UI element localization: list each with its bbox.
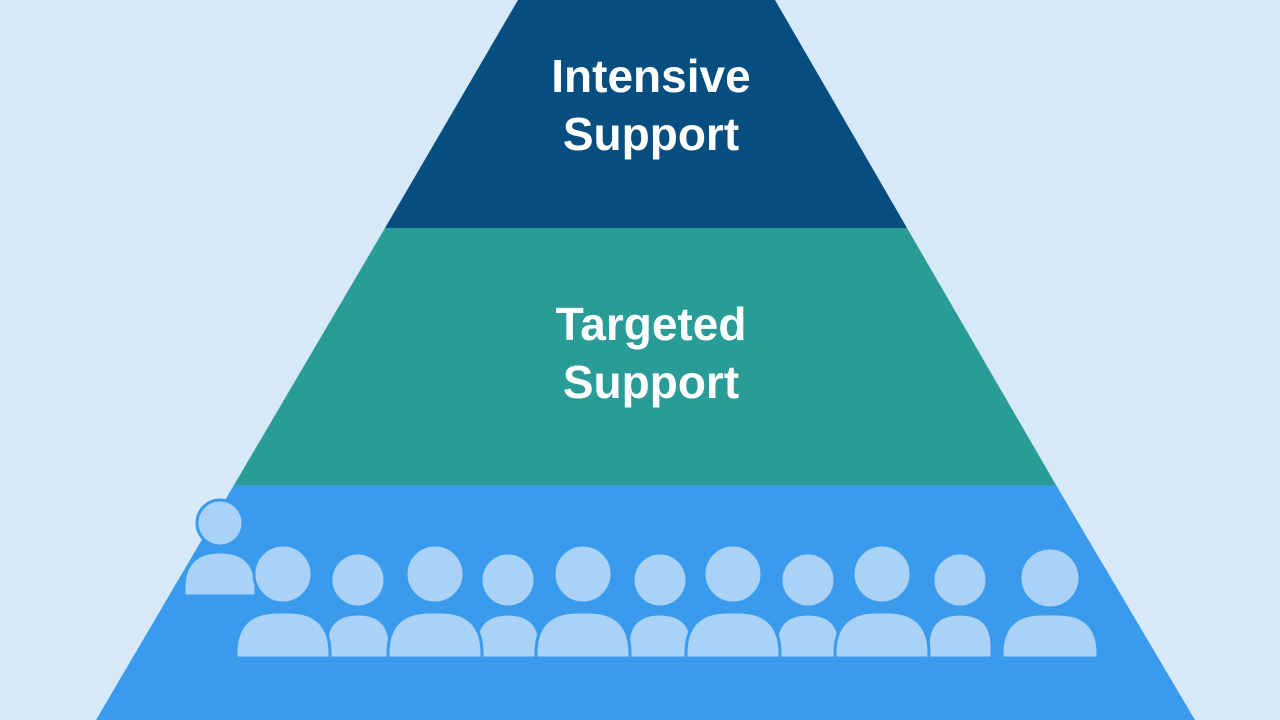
person-icon	[182, 498, 258, 598]
person-head	[404, 543, 466, 605]
person-icon	[1000, 546, 1100, 660]
person-body	[774, 612, 842, 660]
person-icon	[626, 551, 694, 660]
person-body	[234, 610, 332, 660]
person-head	[252, 543, 314, 605]
person-icon	[833, 543, 931, 660]
tier-targeted-label-line1: Targeted	[556, 298, 747, 350]
person-head	[779, 551, 837, 609]
person-body	[324, 612, 392, 660]
person-head	[851, 543, 913, 605]
person-head	[631, 551, 689, 609]
person-body	[474, 612, 542, 660]
person-head	[702, 543, 764, 605]
person-icon	[324, 551, 392, 660]
person-body	[833, 610, 931, 660]
person-body	[684, 610, 782, 660]
person-icon	[926, 551, 994, 660]
person-body	[534, 610, 632, 660]
tier-intensive-support	[385, 0, 907, 228]
tier-intensive-label: Intensive Support	[551, 50, 750, 160]
person-body	[1000, 612, 1100, 660]
person-head	[329, 551, 387, 609]
tier-targeted-label: Targeted Support	[556, 298, 747, 408]
person-icon	[474, 551, 542, 660]
person-body	[626, 612, 694, 660]
person-icon	[534, 543, 632, 660]
person-head	[1018, 546, 1082, 610]
tier-targeted-label-line2: Support	[563, 356, 739, 408]
student-group	[182, 498, 1100, 660]
tier-targeted-support	[234, 228, 1056, 485]
person-body	[182, 550, 258, 598]
person-head	[195, 498, 245, 548]
tier-intensive-label-line1: Intensive	[551, 50, 750, 102]
person-icon	[684, 543, 782, 660]
person-head	[479, 551, 537, 609]
person-icon	[774, 551, 842, 660]
person-head	[931, 551, 989, 609]
person-head	[552, 543, 614, 605]
person-icon	[386, 543, 484, 660]
person-body	[926, 612, 994, 660]
person-body	[386, 610, 484, 660]
tier-intensive-label-line2: Support	[563, 108, 739, 160]
person-icon	[234, 543, 332, 660]
